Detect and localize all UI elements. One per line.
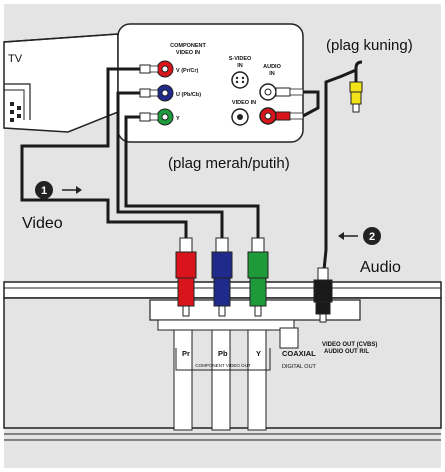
audio-in-label-1: AUDIO	[263, 64, 281, 70]
component-video-in-title-1: COMPONENT	[170, 43, 206, 49]
tv-illustration: TV	[3, 33, 119, 133]
label-pr: Pr	[182, 349, 190, 358]
plug-y	[247, 237, 269, 317]
plug-video-black	[313, 267, 333, 323]
component-video-in-title-2: VIDEO IN	[176, 50, 200, 56]
label-component-video-out: COMPONENT VIDEO OUT	[195, 363, 250, 368]
jack-v-label: V (Pr/Cr)	[176, 68, 198, 74]
label-y: Y	[256, 349, 261, 358]
jack-y-label: Y	[176, 116, 180, 122]
label-video-out-1: VIDEO OUT (CVBS)	[322, 342, 377, 348]
callout-red-white-plug: (plag merah/putih)	[168, 155, 290, 172]
label-digital-out: DIGITAL OUT	[282, 364, 317, 370]
video-in-label: VIDEO IN	[232, 100, 256, 106]
plug-pb	[211, 237, 233, 317]
step-2-label: Audio	[360, 259, 401, 276]
jack-u-label: U (Pb/Cb)	[176, 92, 201, 98]
step-2-number: 2	[369, 231, 375, 243]
svideo-jack	[231, 71, 249, 89]
label-video-out-2: AUDIO OUT R/L	[324, 349, 369, 355]
component-video-cables	[20, 67, 260, 238]
tv-rear-panel: COMPONENT VIDEO IN V (Pr/Cr) U (Pb/Cb) Y…	[117, 23, 304, 143]
svideo-label-1: S-VIDEO	[229, 56, 252, 62]
audio-cable-tv-side	[302, 90, 320, 118]
step-1-number: 1	[41, 185, 47, 197]
callout-yellow-plug: (plag kuning)	[326, 37, 413, 54]
step-1-label: Video	[22, 215, 63, 232]
step-1: 1 Video	[22, 181, 82, 232]
yellow-plug	[321, 60, 363, 281]
audio-in-white-jack	[259, 83, 277, 101]
svideo-label-2: IN	[237, 63, 243, 69]
audio-in-red-jack	[259, 107, 277, 125]
plug-pr	[175, 237, 197, 317]
tv-jack-v	[139, 60, 174, 78]
audio-in-label-2: IN	[269, 71, 275, 77]
tv-label: TV	[8, 53, 23, 65]
step-2: 2 Audio	[338, 227, 401, 276]
video-in-jack	[231, 108, 249, 126]
label-coaxial: COAXIAL	[282, 349, 316, 358]
label-pb: Pb	[218, 349, 228, 358]
